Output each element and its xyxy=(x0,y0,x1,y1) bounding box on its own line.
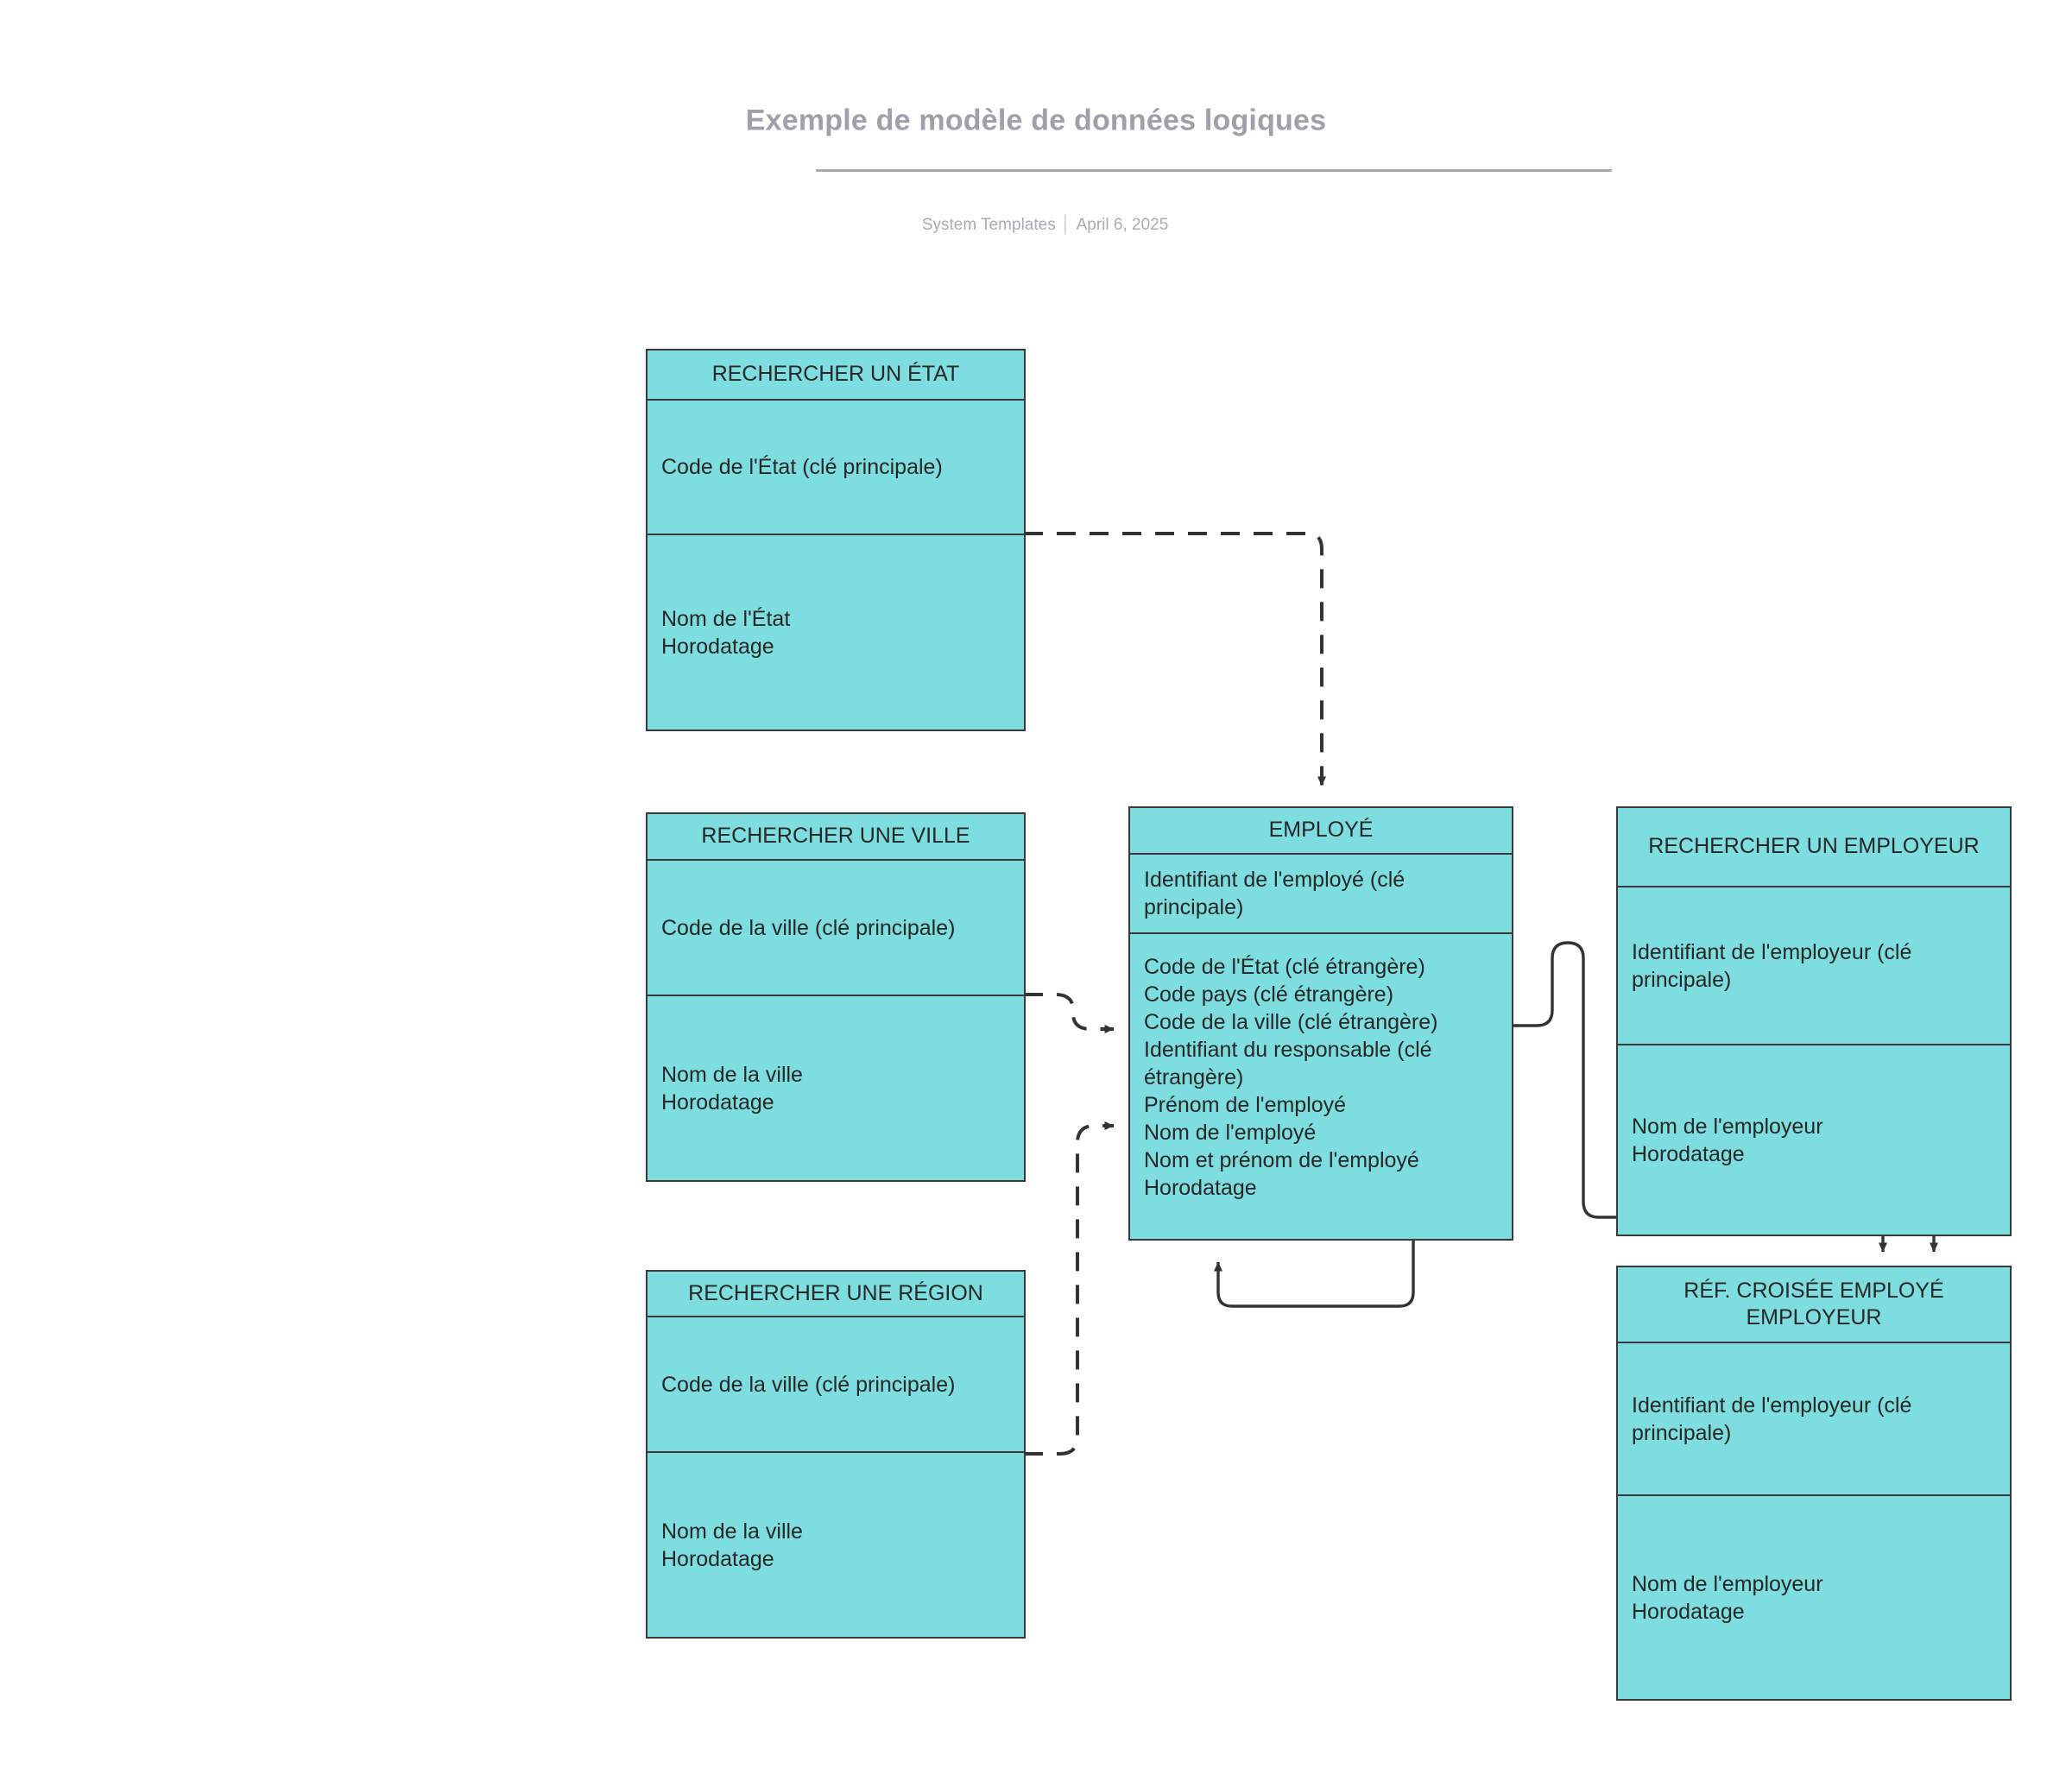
entity-title: RECHERCHER UNE RÉGION xyxy=(648,1272,1024,1317)
entity-title: RECHERCHER UN EMPLOYEUR xyxy=(1618,808,2010,887)
entity-primary-key: Code de l'État (clé principale) xyxy=(648,401,1024,535)
entity-attributes: Code de l'État (clé étrangère) Code pays… xyxy=(1144,955,1438,1200)
entity-primary-key: Identifiant de l'employeur (clé principa… xyxy=(1618,1343,2010,1496)
entity-rechercher-une-region[interactable]: RECHERCHER UNE RÉGION Code de la ville (… xyxy=(646,1270,1026,1639)
meta-source: System Templates xyxy=(921,216,1056,234)
entity-title: EMPLOYÉ xyxy=(1130,808,1512,855)
entity-primary-key: Identifiant de l'employé (clé principale… xyxy=(1130,855,1512,934)
entity-title: RECHERCHER UNE VILLE xyxy=(648,814,1024,861)
meta-separator: │ xyxy=(1060,216,1071,234)
entity-rechercher-un-employeur[interactable]: RECHERCHER UN EMPLOYEUR Identifiant de l… xyxy=(1616,806,2012,1236)
page-title: Exemple de modèle de données logiques xyxy=(745,104,1327,137)
entity-attributes: Nom de la ville Horodatage xyxy=(661,1062,803,1115)
entity-rechercher-une-ville[interactable]: RECHERCHER UNE VILLE Code de la ville (c… xyxy=(646,812,1026,1182)
title-divider xyxy=(816,169,1612,172)
entity-title: RÉF. CROISÉE EMPLOYÉ EMPLOYEUR xyxy=(1618,1267,2010,1343)
connector-employe-self xyxy=(1214,1241,1415,1308)
entity-attributes: Nom de l'État Horodatage xyxy=(661,606,791,659)
connector-region-employe xyxy=(1024,1121,1115,1456)
entity-title: RECHERCHER UN ÉTAT xyxy=(648,351,1024,401)
entity-rechercher-un-etat[interactable]: RECHERCHER UN ÉTAT Code de l'État (clé p… xyxy=(646,349,1026,731)
connector-etat-employe xyxy=(1024,532,1326,786)
entity-primary-key: Identifiant de l'employeur (clé principa… xyxy=(1618,887,2010,1045)
entity-attributes: Nom de la ville Horodatage xyxy=(661,1519,803,1571)
entity-primary-key: Code de la ville (clé principale) xyxy=(648,861,1024,996)
entity-attributes: Nom de l'employeur Horodatage xyxy=(1632,1571,1823,1624)
document-meta: System Templates│ April 6, 2025 xyxy=(0,197,2072,254)
meta-date: April 6, 2025 xyxy=(1076,216,1169,234)
connector-ville-employe xyxy=(1024,993,1115,1033)
entity-ref-croisee-employe-employeur[interactable]: RÉF. CROISÉE EMPLOYÉ EMPLOYEUR Identifia… xyxy=(1616,1266,2012,1701)
entity-primary-key: Code de la ville (clé principale) xyxy=(648,1317,1024,1453)
entity-employe[interactable]: EMPLOYÉ Identifiant de l'employé (clé pr… xyxy=(1128,806,1513,1241)
entity-attributes: Nom de l'employeur Horodatage xyxy=(1632,1114,1823,1166)
document-header: Exemple de modèle de données logiques Sy… xyxy=(0,0,2072,234)
